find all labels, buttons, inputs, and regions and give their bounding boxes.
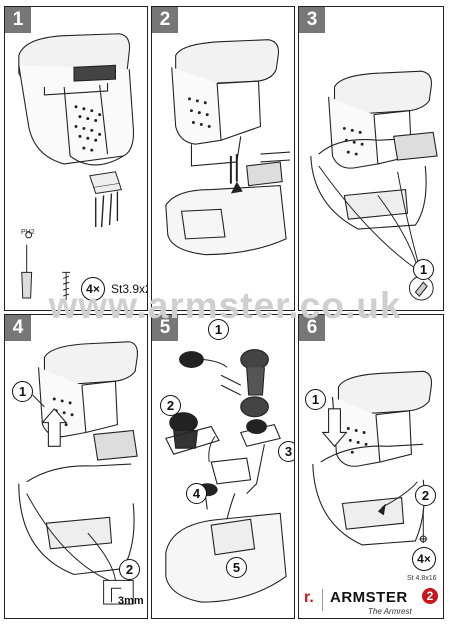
step-1-panel: 1 PH2 4× St3.9x25: [4, 6, 148, 311]
callout-2: 2: [119, 559, 140, 580]
armrest-final-screw-fixing-illustration: [312, 370, 433, 546]
callout-4: 4: [186, 483, 207, 504]
step-2-panel: 2: [151, 6, 295, 311]
callout-1: 1: [305, 389, 326, 410]
step-number: 5: [152, 315, 178, 341]
step-number: 6: [299, 315, 325, 341]
screw-spec: St 4.8x16: [407, 575, 437, 582]
callout-1: 1: [12, 381, 33, 402]
brand-separator: [322, 589, 323, 611]
callout-1: 1: [413, 259, 434, 280]
step-number: 1: [5, 7, 31, 33]
screw-count: 4×: [412, 547, 436, 571]
armrest-height-adjustment-illustration: [18, 341, 138, 605]
step-5-panel: 5 1 2 3 4 5: [151, 314, 295, 619]
step-3-panel: 3 1: [298, 6, 444, 311]
screw-count: 4× St3.9x25: [81, 277, 147, 301]
step-number: 3: [299, 7, 325, 33]
tool-label: PH2: [21, 229, 35, 236]
brand-mark: r.: [304, 589, 314, 606]
callout-5: 5: [226, 557, 247, 578]
callout-3: 3: [278, 441, 294, 462]
screw-quantity-badge: 4×: [412, 547, 436, 571]
model-badge: 2: [422, 588, 438, 604]
step-4-panel: 4 1 2 3mm: [4, 314, 148, 619]
step-6-panel: 6 1 2 4× St 4.8x16: [298, 314, 444, 619]
brand-logo: r. ARMSTER 2 The Armrest: [296, 585, 444, 619]
brand-tagline: The Armrest: [368, 607, 412, 616]
gap-measurement-label: 3mm: [118, 595, 144, 607]
callout-2: 2: [160, 395, 181, 416]
screw-quantity-badge: 4×: [81, 277, 105, 301]
power-socket-installation-illustration: [165, 349, 287, 603]
callout-2: 2: [415, 485, 436, 506]
brand-name: ARMSTER: [330, 589, 408, 606]
armrest-with-mounting-plate-illustration: [18, 33, 135, 301]
step-number: 4: [5, 315, 31, 341]
screw-spec: St3.9x25: [111, 282, 147, 296]
armrest-mounted-in-console-illustration: [310, 70, 438, 301]
callout-1: 1: [208, 319, 229, 340]
step-number: 2: [152, 7, 178, 33]
armrest-into-console-illustration: [165, 39, 291, 256]
